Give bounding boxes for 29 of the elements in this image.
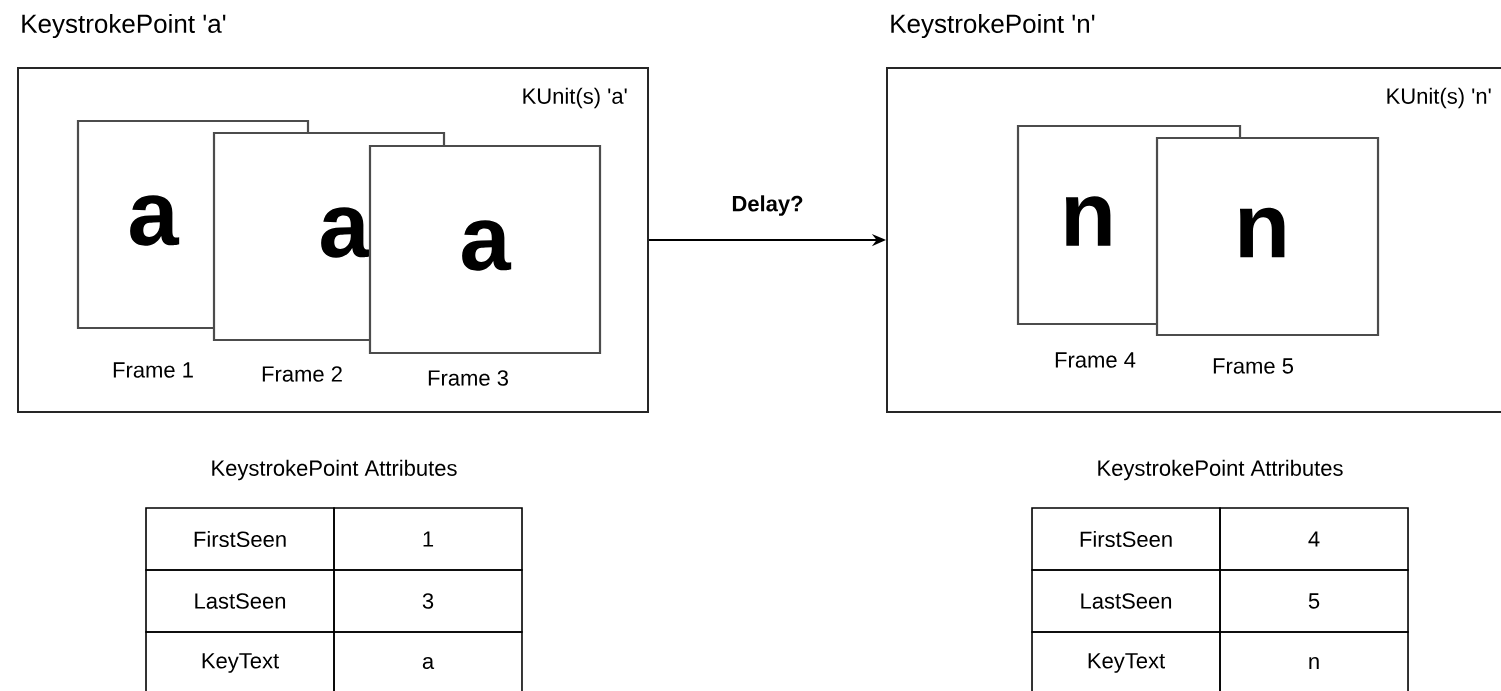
table-cell: FirstSeen (1031, 507, 1221, 571)
frame-caption: Frame 3 (428, 370, 508, 386)
table-cell: KeyText (1031, 631, 1221, 691)
table-cell: 3 (333, 569, 523, 633)
frame-letter: a (321, 207, 371, 258)
frame-letter: a (130, 195, 180, 246)
table-title: KeystrokePoint Attributes (1098, 459, 1343, 481)
table-title: KeystrokePoint Attributes (212, 459, 457, 481)
frame-caption: Frame 5 (1213, 358, 1293, 374)
frame-caption: Frame 4 (1055, 352, 1136, 368)
frame-letter: n (1240, 207, 1285, 258)
table-cell: FirstSeen (145, 507, 335, 571)
group-label: KUnit(s) 'n' (1387, 87, 1491, 109)
edge-label: Delay? (732, 195, 803, 216)
table-cell: 5 (1219, 569, 1409, 633)
group-heading: KeystrokePoint 'a' (22, 13, 226, 39)
table-cell: LastSeen (1031, 569, 1221, 633)
table-cell: a (333, 631, 523, 691)
table-cell: KeyText (145, 631, 335, 691)
group-label: KUnit(s) 'a' (523, 87, 627, 109)
frame-letter: a (462, 220, 512, 271)
table-cell: n (1219, 631, 1409, 691)
frame-caption: Frame 2 (262, 366, 342, 382)
group-heading: KeystrokePoint 'n' (891, 13, 1095, 39)
table-cell: 4 (1219, 507, 1409, 571)
frame-letter: n (1066, 196, 1111, 246)
frame-caption: Frame 1 (113, 362, 193, 378)
table-cell: 1 (333, 507, 523, 571)
table-cell: LastSeen (145, 569, 335, 633)
